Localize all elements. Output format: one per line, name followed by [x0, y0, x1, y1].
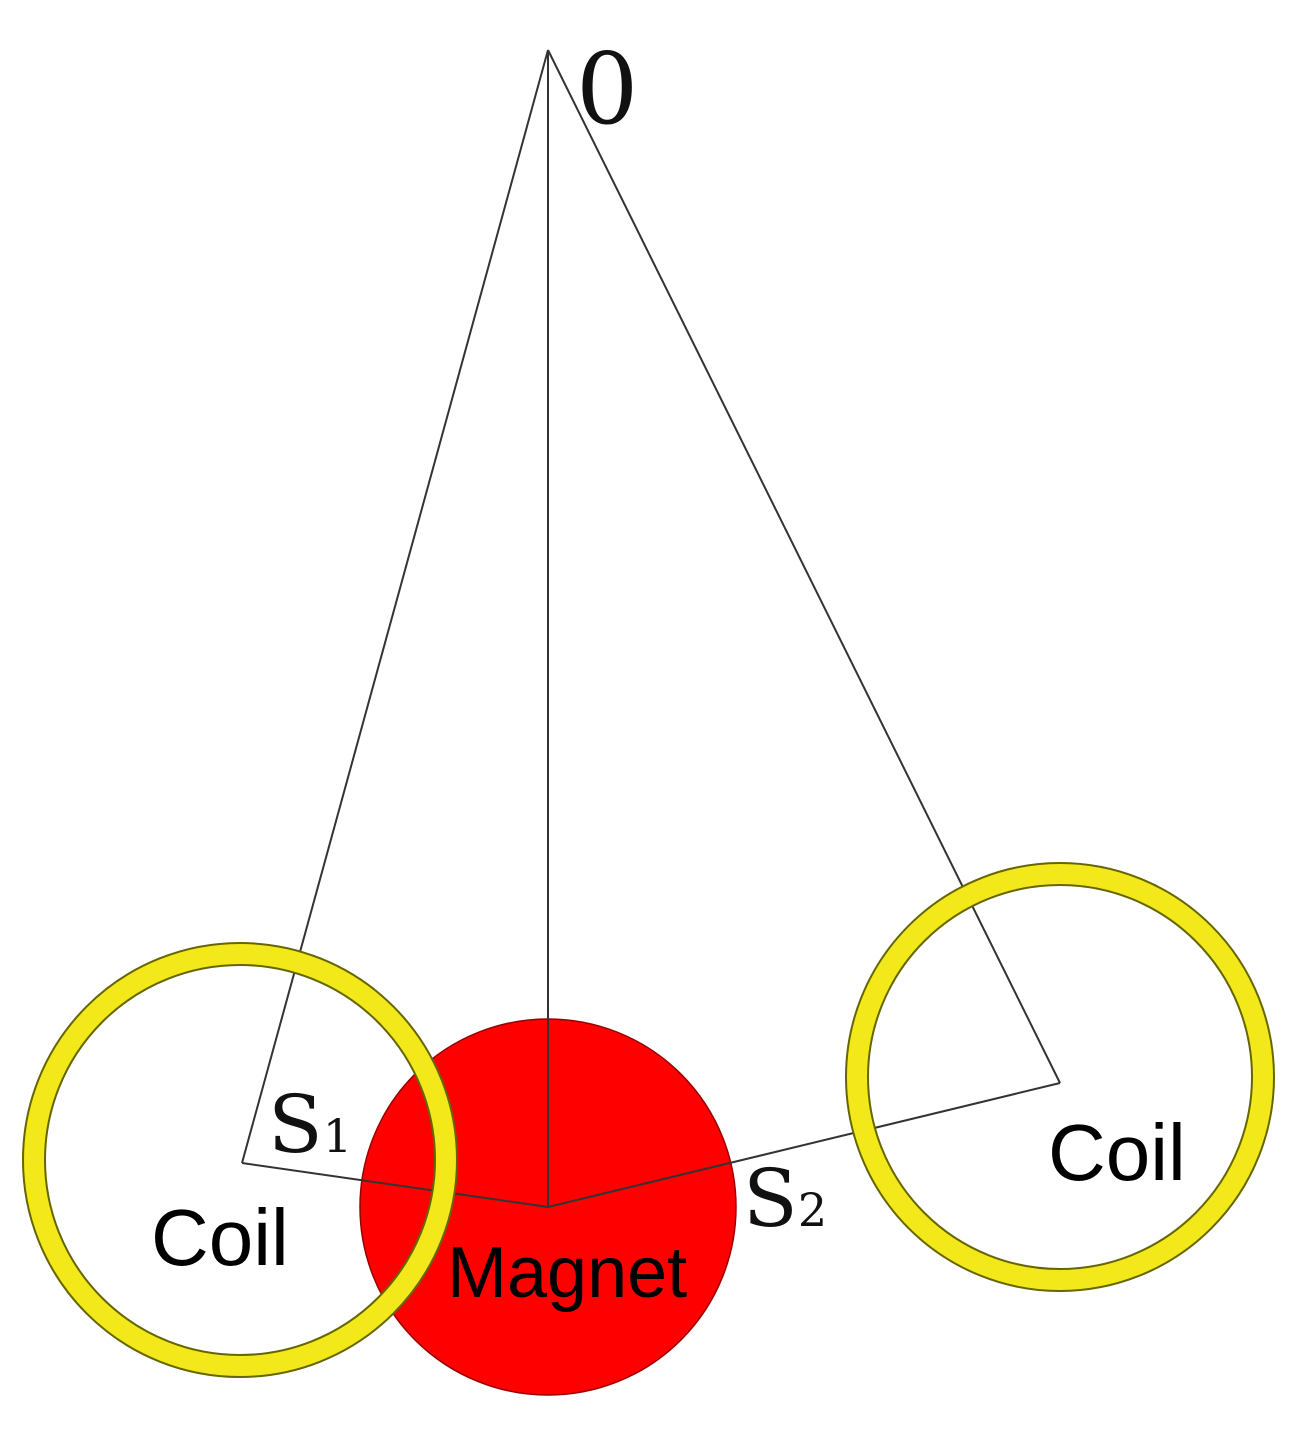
arc-s1	[241, 1162, 549, 1208]
coil-right-ring	[845, 862, 1275, 1292]
coil-left-label: Coil	[151, 1193, 289, 1282]
coil-right-label: Coil	[1048, 1108, 1186, 1197]
string-right	[547, 49, 1061, 1084]
magnet-label: Magnet	[447, 1233, 687, 1313]
s2-label-main: S	[743, 1152, 798, 1245]
arc-s2	[547, 1082, 1061, 1208]
pendulum-lines	[241, 49, 1061, 1208]
s2-label: S2	[743, 1152, 827, 1245]
s1-label-sub: 1	[323, 1109, 352, 1163]
string-left	[241, 49, 549, 1164]
s2-label-sub: 2	[798, 1183, 827, 1237]
s1-label: S1	[268, 1078, 352, 1171]
origin-label: 0	[576, 33, 638, 147]
s1-label-main: S	[268, 1078, 323, 1171]
coil-left-ring	[22, 942, 458, 1378]
